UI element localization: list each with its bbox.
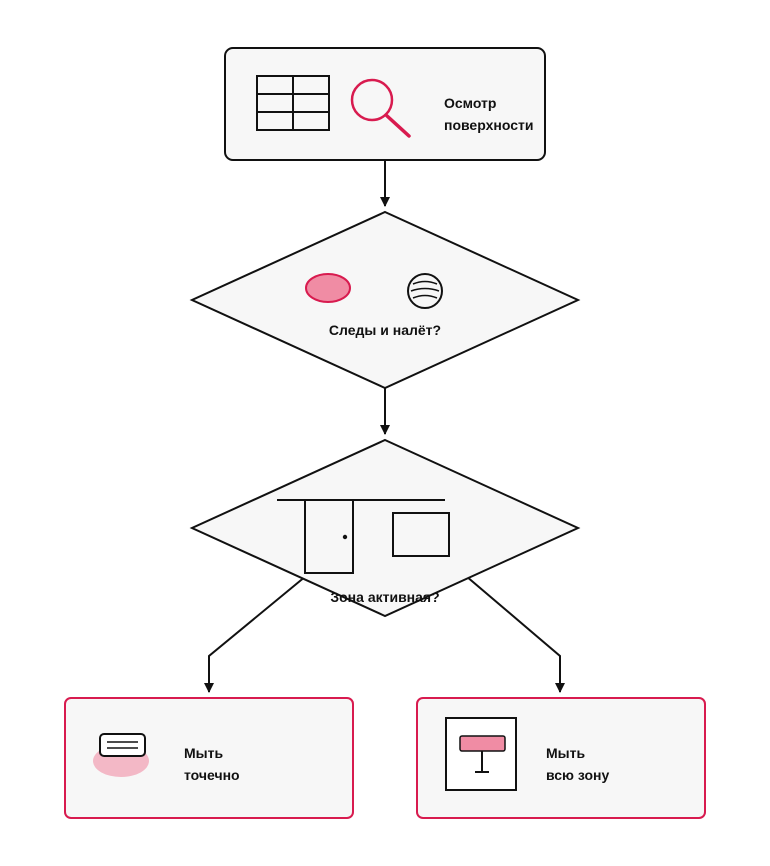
node-wash-spot: Мыть точечно (64, 697, 354, 819)
node-wash-spot-label-line2: точечно (184, 767, 240, 783)
connectors (204, 160, 565, 693)
residue-icon (407, 273, 443, 309)
node-inspect-label-line2: поверхности (444, 117, 533, 133)
door-icon (304, 499, 354, 574)
node-wash-spot-label-line1: Мыть (184, 745, 223, 761)
decision-zone-label: Зона активная? (330, 589, 439, 605)
node-wash-whole-zone: Мыть всю зону (416, 697, 706, 819)
decision-zone-diamond (189, 438, 581, 618)
decision-traces: Следы и налёт? (189, 210, 581, 390)
node-inspect-box (224, 47, 546, 161)
decision-traces-diamond (189, 210, 581, 390)
stain-icon (305, 273, 351, 303)
node-wash-whole-label-line2: всю зону (546, 767, 610, 783)
node-wash-whole-label-line1: Мыть (546, 745, 585, 761)
mop-icon (445, 717, 517, 791)
connector-zone-to-whole (465, 575, 565, 693)
cloth-icon (93, 733, 149, 777)
node-inspect-label-line1: Осмотр (444, 95, 496, 111)
magnifier-icon (350, 78, 411, 138)
grid-icon (256, 75, 330, 131)
window-icon (392, 512, 450, 557)
decision-traces-label: Следы и налёт? (329, 322, 441, 338)
connector-zone-to-spot (204, 575, 307, 693)
node-wash-spot-box (64, 697, 354, 819)
node-inspect-surface: Осмотр поверхности (224, 47, 546, 161)
decision-zone: Зона активная? (189, 438, 581, 618)
